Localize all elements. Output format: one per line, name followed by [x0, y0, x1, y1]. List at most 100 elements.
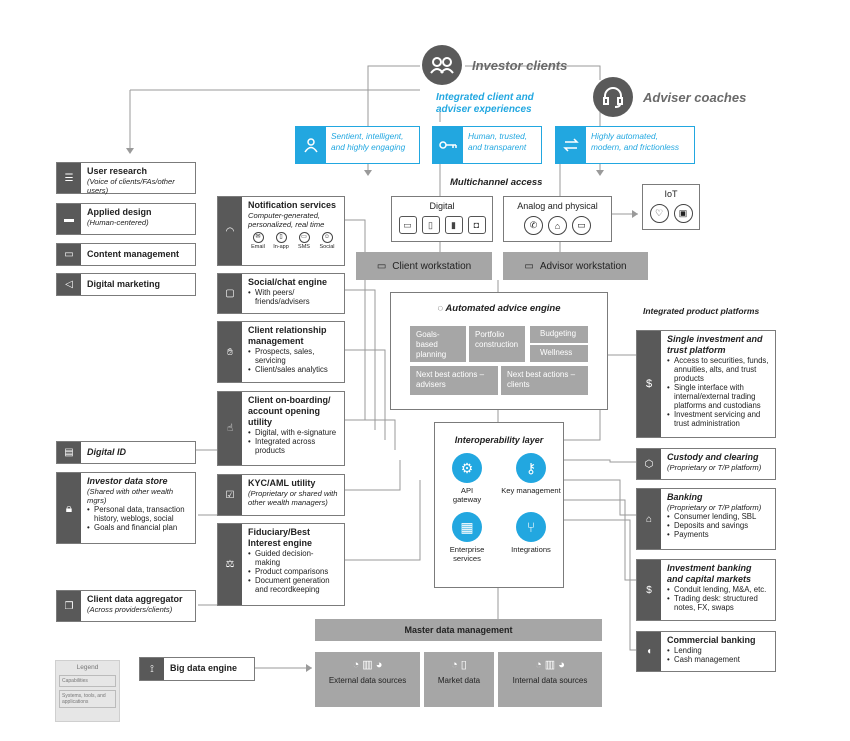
analog-box: Analog and physical ✆ ⌂ ▭	[503, 196, 612, 242]
interop-title: Interoperability layer	[454, 435, 544, 445]
home-icon: ⌂	[548, 216, 567, 235]
legend-item: Systems, tools, and applications	[59, 690, 116, 708]
title: Applied design	[87, 207, 152, 217]
bullet: Goals and financial plan	[87, 523, 189, 532]
bullet: Integrated across products	[248, 437, 338, 455]
experience-text-1: Sentient, intelligent, and highly engagi…	[331, 131, 406, 152]
advice-item: Next best actions – advisers	[410, 366, 498, 395]
digital-box: Digital ▭ ▯ ▮ ◘	[391, 196, 493, 242]
bullet: Product comparisons	[248, 567, 338, 576]
subtitle: (Across providers/clients)	[87, 605, 173, 614]
monitor-icon: ▭	[524, 260, 534, 272]
advice-item: Budgeting	[530, 326, 588, 343]
title: Investor data store	[87, 476, 168, 486]
email-icon: ✉	[252, 232, 264, 243]
title: Single investment and trust platform	[667, 334, 763, 355]
legend-title: Legend	[76, 664, 99, 671]
investor-data-store: 🔒︎ Investor data store (Shared with othe…	[56, 472, 196, 544]
subtitle: (Shared with other wealth mgrs)	[87, 487, 174, 505]
channel-label: Social	[319, 244, 335, 250]
interop-item: API gateway	[452, 486, 482, 504]
client-data-aggregator: ❐ Client data aggregator(Across provider…	[56, 590, 196, 622]
id-card-icon: ▤	[57, 442, 81, 463]
interop-item: Enterprise services	[449, 545, 485, 563]
bullet: Trading desk: structured notes, FX, swap…	[667, 594, 769, 612]
iot-label: IoT	[664, 189, 678, 199]
digital-id: ▤ Digital ID	[56, 441, 196, 464]
bullet: Consumer lending, SBL	[667, 512, 769, 521]
car-icon: ▣	[673, 204, 693, 223]
chip-icon: ▦	[452, 512, 482, 542]
data-source-box: ◔ ▥ ◕ External data sources	[315, 652, 420, 707]
bullet: Document generation and recordkeeping	[248, 576, 338, 594]
title: Notification services	[248, 200, 337, 210]
data-source-box: ◔ ▥ ◕ Internal data sources	[498, 652, 602, 707]
money-bag-icon: $	[637, 560, 661, 620]
experience-box-1: Sentient, intelligent, and highly engagi…	[295, 126, 420, 164]
subtitle: (Proprietary or T/P platform)	[667, 503, 762, 512]
investment-banking: $ Investment banking and capital markets…	[636, 559, 776, 621]
ruler-icon: ▬	[57, 204, 81, 234]
subtitle: (Human-centered)	[87, 218, 149, 227]
big-data-label: Big data engine	[170, 663, 238, 673]
heart-icon: ♡	[649, 204, 669, 223]
subtitle: Computer-generated, personalized, real t…	[248, 211, 325, 229]
banking: ⌂ Banking(Proprietary or T/P platform)Co…	[636, 488, 776, 550]
data-source-label: Market data	[437, 676, 481, 685]
check-doc-icon: ☑	[218, 475, 242, 515]
advisor-workstation-label: Advisor workstation	[539, 260, 627, 272]
tablet-icon: ▯	[421, 216, 440, 234]
social-icon: ☺	[321, 232, 333, 243]
bullet: Lending	[667, 646, 769, 655]
channel-label: In-app	[273, 244, 289, 250]
chart-icon: ◔ ▥ ◕	[352, 659, 383, 671]
experience-text-2: Human, trusted, and transparent	[468, 131, 528, 152]
adviser-coaches-label: Adviser coaches	[643, 90, 747, 105]
bullet: Prospects, sales, servicing	[248, 347, 338, 365]
subtitle: (Proprietary or T/P platform)	[667, 463, 762, 472]
title: Investment banking and capital markets	[667, 563, 752, 584]
wifi-icon: ◠	[218, 197, 242, 265]
hand-pointer-icon: ☝︎	[218, 392, 242, 465]
advice-item: Portfolio construction	[469, 326, 525, 362]
legend: Legend Capabilities Systems, tools, and …	[55, 660, 120, 722]
bullet: Personal data, transaction history, webl…	[87, 505, 189, 523]
bullet: Digital, with e-signature	[248, 428, 338, 437]
investor-clients-icon	[422, 45, 462, 85]
data-source-label: External data sources	[328, 676, 407, 685]
monitor-icon: ▭	[376, 260, 387, 272]
phone-call-icon: ✆	[524, 216, 543, 235]
advice-item: Wellness	[530, 345, 588, 362]
bank-icon: ⌂	[637, 489, 661, 549]
commercial-banking: ◖ Commercial bankingLendingCash manageme…	[636, 631, 776, 672]
social-chat-engine: ▢ Social/chat engineWith peers/ friends/…	[217, 273, 345, 314]
arrows-icon	[556, 127, 586, 163]
monitor-icon: ▭	[398, 216, 417, 234]
legend-item: Capabilities	[59, 675, 116, 687]
subtitle: (Proprietary or shared with other wealth…	[248, 489, 338, 507]
title: Client on-boarding/ account opening util…	[248, 395, 331, 427]
handshake-icon: ✋︎	[218, 322, 242, 382]
interop-item: Key management	[501, 486, 561, 495]
title: Banking	[667, 492, 703, 502]
bullet: Payments	[667, 530, 769, 539]
bullet: Investment servicing and trust administr…	[667, 410, 769, 428]
title: Fiduciary/Best Interest engine	[248, 527, 313, 548]
data-source-label: Internal data sources	[512, 676, 588, 685]
lock-icon: 🔒︎	[57, 473, 81, 543]
advisor-workstation: ▭ Advisor workstation	[503, 252, 648, 280]
experience-box-2: Human, trusted, and transparent	[432, 126, 542, 164]
in-app-icon: ▯	[275, 232, 287, 243]
chat-icon: ▢	[218, 274, 242, 313]
channel-label: SMS	[298, 244, 310, 250]
lightbulb-icon: ◌	[437, 303, 444, 314]
documents-icon: ❐	[57, 591, 81, 621]
title: Content management	[87, 249, 180, 259]
iot-box: IoT ♡ ▣	[642, 184, 700, 230]
experience-text-3: Highly automated, modern, and frictionle…	[591, 131, 680, 152]
integration-icon: ⑂	[516, 512, 546, 542]
big-data-engine: ⟟ Big data engine	[139, 657, 255, 681]
channel-label: Email	[251, 244, 265, 250]
title: KYC/AML utility	[248, 478, 316, 488]
box-icon: ⬡	[637, 449, 661, 479]
